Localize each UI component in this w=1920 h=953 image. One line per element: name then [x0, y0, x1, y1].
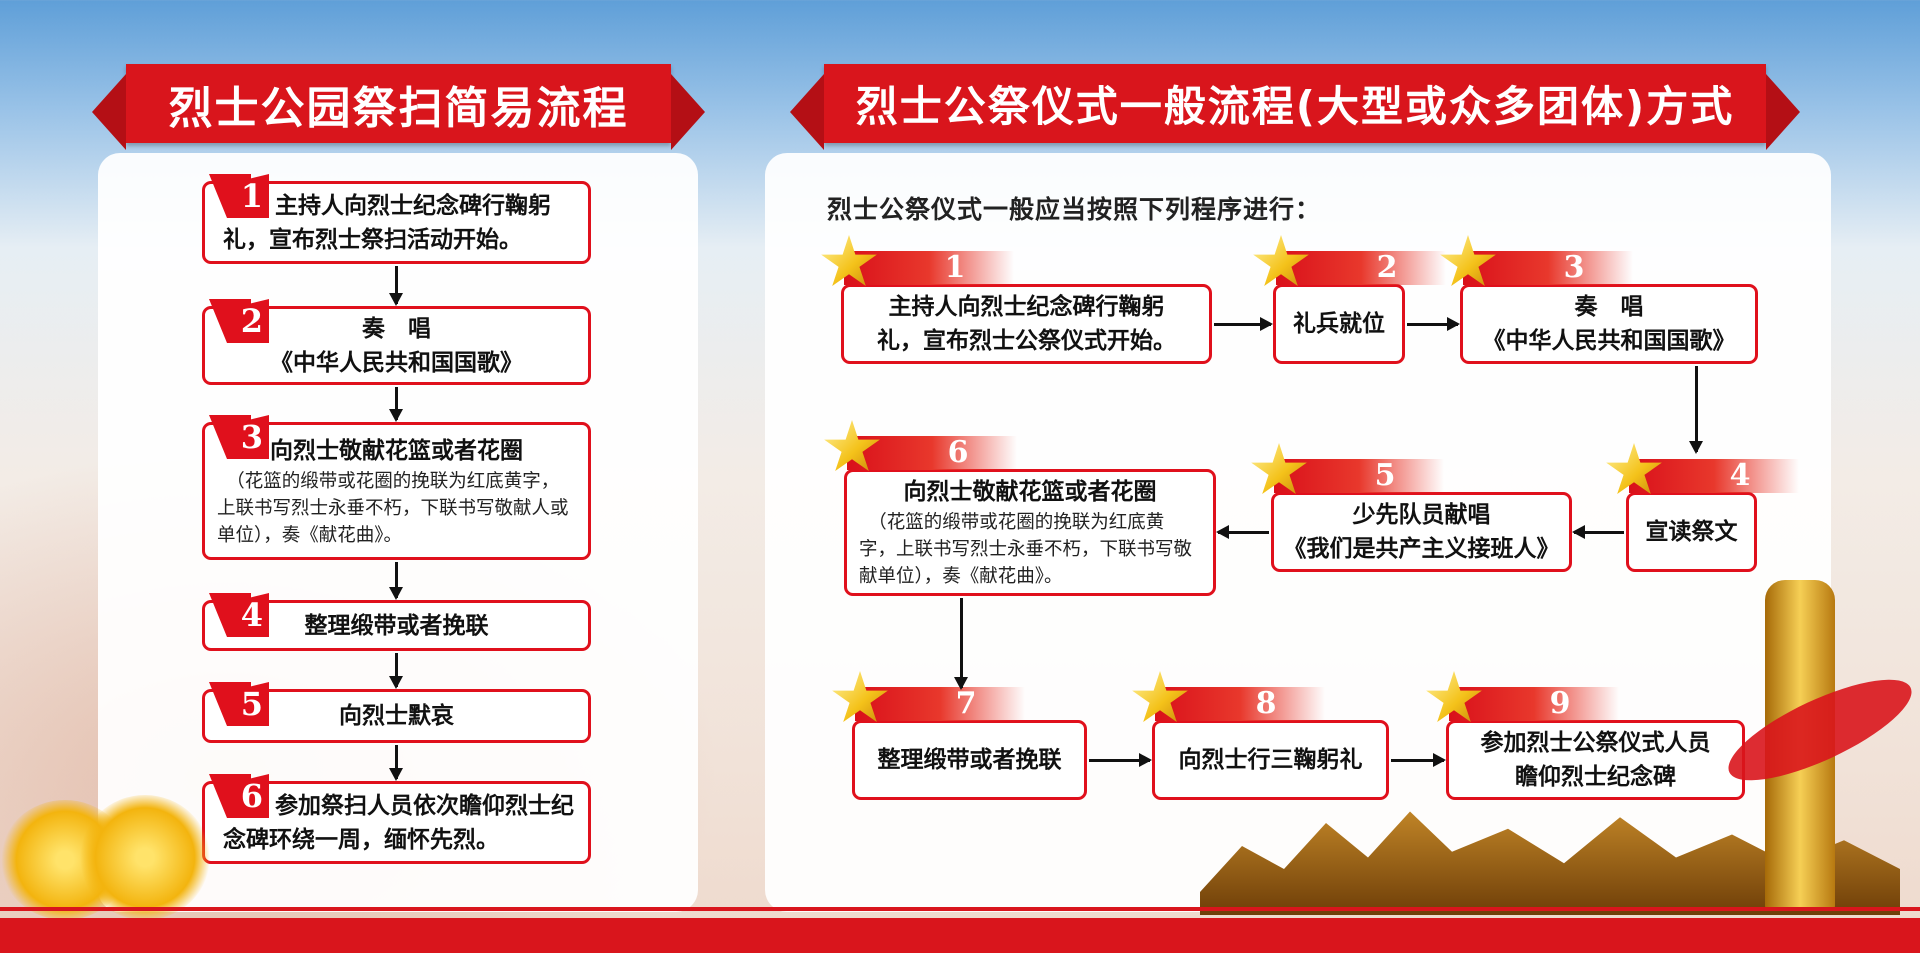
step-text: 《中华人民共和国国歌》: [1482, 328, 1736, 354]
step-text: 主持人向烈士纪念碑行鞠躬: [888, 294, 1165, 320]
step-text: 奏 唱: [1574, 294, 1644, 320]
down-arrow: [389, 745, 403, 781]
left-step-4: 4 整理缎带或者挽联: [202, 593, 591, 651]
bottom-band: [0, 918, 1920, 953]
step-text: 参加烈士公祭仪式人员: [1480, 730, 1711, 756]
right-arrow: [1391, 753, 1446, 767]
step-note: （花篮的缎带或花圈的挽联为红底黄字，上联书写烈士永垂不朽，下联书写敬献单位），奏…: [859, 512, 1193, 587]
right-arrow: [1407, 317, 1460, 331]
down-arrow: [389, 266, 403, 306]
down-arrow: [954, 598, 968, 690]
left-step-5: 5 向烈士默哀: [202, 682, 591, 743]
step-number-badge: 2: [209, 299, 269, 343]
step-text: 向烈士默哀: [339, 703, 454, 729]
step-text: 向烈士行三鞠躬礼: [1178, 747, 1363, 773]
step-number-badge: 4: [209, 593, 269, 637]
step-text: 念碑环绕一周，缅怀先烈。: [223, 826, 499, 853]
step-number-badge: 3: [209, 415, 269, 459]
step-text: 《我们是共产主义接班人》: [1283, 536, 1560, 562]
step-note: （花篮的缎带或花圈的挽联为红底黄字，上联书写烈士永垂不朽，下联书写敬献人或单位）…: [217, 470, 569, 546]
step-text: 主持人向烈士纪念碑行鞠躬: [275, 192, 551, 219]
down-arrow: [389, 653, 403, 689]
right-subtitle: 烈士公祭仪式一般应当按照下列程序进行：: [827, 195, 1322, 224]
right-arrow: [1089, 753, 1152, 767]
step-text: 礼，宣布烈士公祭仪式开始。: [877, 328, 1176, 354]
down-arrow: [389, 562, 403, 600]
step-text: 少先队员献唱: [1352, 502, 1491, 528]
step-text: 奏 唱: [362, 315, 431, 342]
left-title-ribbon: 烈士公园祭扫简易流程: [92, 64, 705, 150]
step-text: 瞻仰烈士纪念碑: [1515, 764, 1676, 790]
step-text: 礼兵就位: [1293, 311, 1385, 337]
step-text: 礼，宣布烈士祭扫活动开始。: [223, 226, 522, 253]
step-text: 整理缎带或者挽联: [304, 612, 489, 639]
step-number-badge: 1: [209, 174, 269, 218]
left-arrow: [1216, 525, 1269, 539]
left-step-2: 2 奏 唱《中华人民共和国国歌》: [202, 299, 591, 385]
step-text: 参加祭扫人员依次瞻仰烈士纪: [275, 792, 574, 819]
left-title: 烈士公园祭扫简易流程: [168, 82, 629, 134]
chrysanthemum-decoration: [80, 795, 210, 920]
step-text: 向烈士敬献花篮或者花圈: [270, 437, 523, 464]
right-title-ribbon: 烈士公祭仪式一般流程(大型或众多团体)方式: [790, 64, 1800, 150]
step-text: 宣读祭文: [1645, 519, 1738, 545]
down-arrow: [1689, 366, 1703, 454]
right-arrow: [1214, 317, 1273, 331]
step-text: 《中华人民共和国国歌》: [270, 349, 523, 376]
down-arrow: [389, 387, 403, 422]
right-title: 烈士公祭仪式一般流程(大型或众多团体)方式: [855, 82, 1735, 131]
left-arrow: [1572, 525, 1624, 539]
step-number-badge: 5: [209, 682, 269, 726]
step-text: 向烈士敬献花篮或者花圈: [903, 479, 1157, 505]
step-number-badge: 6: [209, 774, 269, 818]
bottom-divider: [0, 907, 1920, 911]
step-text: 整理缎带或者挽联: [877, 747, 1062, 773]
